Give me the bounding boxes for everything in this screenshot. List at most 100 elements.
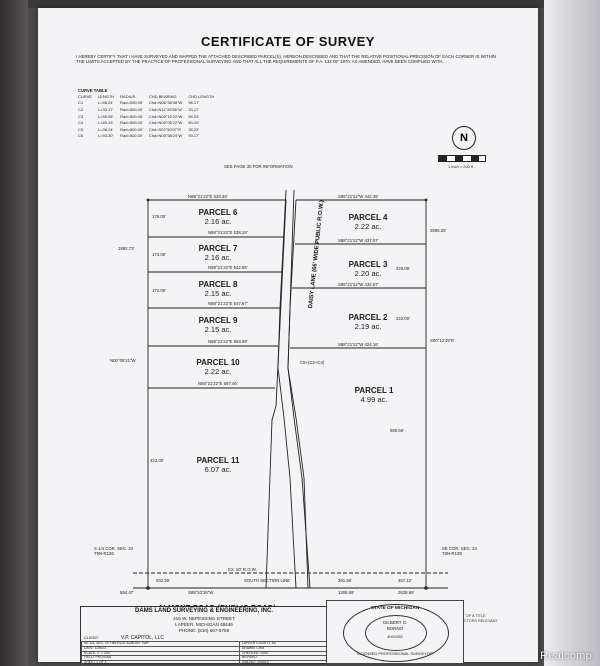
curve-cell: C5: [78, 126, 84, 132]
seal-block: STATE OF MICHIGAN GILBERT G. BONNO 40010…: [326, 600, 464, 664]
seal-number: 4001052: [387, 634, 403, 639]
client-label: CLIENT:: [84, 635, 99, 640]
corner-se-marker: [424, 586, 428, 590]
info-cell: SHEET 1 OF 4: [81, 660, 240, 666]
corner-ne-marker: [424, 198, 428, 202]
corner-sw-marker: [146, 586, 150, 590]
corner-sw-label: S 1/4 COR. SEC. 24 T6N-R12E: [94, 546, 134, 556]
curve-header-length: LENGTH: [97, 93, 115, 99]
dim-right-bearing: S00°12'45"E: [430, 338, 455, 343]
curve-cell: L=60.13': [97, 120, 114, 126]
parcel-7-label: PARCEL 7 2.16 ac.: [178, 244, 258, 262]
parcel-1-area: 4.99 ac.: [360, 395, 388, 404]
curve-cell: L=93.30': [97, 133, 114, 139]
dim-top-left: N88°21'22"E 533.36': [188, 194, 228, 199]
dim-south-mid: 391.56': [338, 578, 352, 583]
firm-name: DAMS LAND SURVEYING & ENGINEERING, INC.: [135, 608, 273, 614]
curve-cell: Rad=500.00': [120, 126, 143, 132]
dim-top-right: S88°21'22"W 442.39': [338, 194, 379, 199]
seal-name-2: BONNO: [386, 626, 404, 631]
parcel-2-name: PARCEL 2: [348, 313, 388, 322]
dim-left-total: 1992.73': [118, 246, 135, 251]
parcel-10-label: PARCEL 10 2.22 ac.: [178, 358, 258, 376]
client-name: V.P. CAPITOL, LLC: [121, 635, 164, 641]
curve-cell: C2: [78, 106, 84, 112]
seal-inner-ring-icon: [365, 615, 427, 651]
curve-cell: L=33.17': [97, 106, 114, 112]
dim-p2-side: 222.00': [396, 316, 410, 321]
dim-right-total: 2696.25': [430, 228, 447, 233]
dim-south-sub: S88°52'36"W: [188, 590, 214, 595]
dim-p2-bottom: S88°21'22"W 424.16': [338, 342, 379, 347]
dim-row-b: 174.00': [152, 252, 166, 257]
dim-p10-bottom: N88°21'22"E 587.46': [198, 381, 238, 386]
dim-p3-bottom: S88°21'22"W 432.67': [338, 282, 379, 287]
firm-city: LAPEER, MICHIGAN 48446: [175, 622, 233, 627]
curve-cell: 38.23': [188, 126, 200, 132]
curve-table-caption: CURVE TABLE: [78, 88, 108, 93]
parcel-11-label: PARCEL 11 6.07 ac.: [178, 456, 258, 474]
title-block: DAMS LAND SURVEYING & ENGINEERING, INC. …: [80, 606, 328, 666]
dim-p4-bottom: S88°21'22"W 437.57': [338, 238, 379, 243]
parcel-9-area: 2.15 ac.: [204, 325, 232, 334]
dim-p1-side-b: 220.00': [396, 266, 410, 271]
certification-text: I HEREBY CERTIFY THAT I HAVE SURVEYED AN…: [76, 54, 496, 65]
survey-sheet: CERTIFICATE OF SURVEY I HEREBY CERTIFY T…: [38, 8, 538, 662]
dim-south-dist-right: 2628.69': [398, 590, 415, 595]
curve-cell: C4: [78, 120, 84, 126]
parcel-9-name: PARCEL 9: [198, 316, 238, 325]
dim-p1-side: 580.66': [390, 428, 404, 433]
background-top: [0, 0, 600, 8]
parcel-3-name: PARCEL 3: [348, 260, 388, 269]
curve-cell: L=55.06': [97, 113, 114, 119]
background-right: [544, 0, 600, 666]
curve-cell: Rad=500.00': [120, 120, 143, 126]
seal-name-1: GILBERT G.: [382, 620, 408, 625]
curve-cell: C3: [78, 113, 84, 119]
curve-header-curve: CURVE: [78, 93, 92, 99]
curve-cell: Chd=N05°05'22"W: [148, 120, 183, 126]
curve-cell: 98.17': [188, 100, 200, 106]
dim-south-line: SOUTH SECTION LINE: [244, 578, 291, 583]
parcel-4-area: 2.22 ac.: [354, 222, 382, 231]
curve-cell: 93.17': [188, 133, 200, 139]
north-arrow-icon: N: [452, 126, 476, 150]
curve-header-chord: CHD LENGTH: [188, 93, 215, 99]
curve-cell: Chd=N05°58'24"W: [148, 133, 183, 139]
info-table-body: SE 1/4, SEC. 24 T6N-R12E ALMONT TWP.LAPE…: [81, 641, 328, 666]
parcel-2-label: PARCEL 2 2.19 ac.: [328, 313, 408, 331]
dim-row-c: 172.00': [152, 288, 166, 293]
parcel-3-area: 2.20 ac.: [354, 269, 382, 278]
parcel-8-area: 2.15 ac.: [204, 289, 232, 298]
dim-left-bearing: N00°09'21"W: [110, 358, 136, 363]
page-ref: SEE PAGE 30 FOR INFORMATION: [224, 164, 293, 169]
document-title: CERTIFICATE OF SURVEY: [201, 34, 375, 49]
curve-cell: C1: [78, 100, 84, 106]
parcel-10-area: 2.22 ac.: [204, 367, 232, 376]
road-line-east: [287, 189, 309, 589]
parcel-9-label: PARCEL 9 2.15 ac.: [178, 316, 258, 334]
curve-header-bearing: CHD BEARING: [148, 93, 177, 99]
seal-bottom: LICENSED PROFESSIONAL SURVEYOR: [357, 651, 433, 656]
info-cell: JOB NO.: 234013: [238, 660, 328, 666]
parcel-6-area: 2.16 ac.: [204, 217, 232, 226]
curve-cell: Rad=500.00': [120, 106, 143, 112]
curve-cell: Chd=N11°26'56"W: [148, 106, 183, 112]
parcel-6-label: PARCEL 6 2.16 ac.: [178, 208, 258, 226]
parcel-8-name: PARCEL 8: [198, 280, 238, 289]
curve-cell: Rad=500.00': [120, 100, 143, 106]
seal-state: STATE OF MICHIGAN: [370, 606, 420, 611]
curve-cell: 55.03': [188, 113, 200, 119]
corner-nw-marker: [146, 198, 150, 202]
curve-cell: Chd=N09°15'22"W: [148, 113, 183, 119]
parcel-8-label: PARCEL 8 2.15 ac.: [178, 280, 258, 298]
curve-cell: L=98.24': [97, 100, 114, 106]
curve-cell: 60.10': [188, 120, 200, 126]
background-left: [0, 0, 28, 666]
